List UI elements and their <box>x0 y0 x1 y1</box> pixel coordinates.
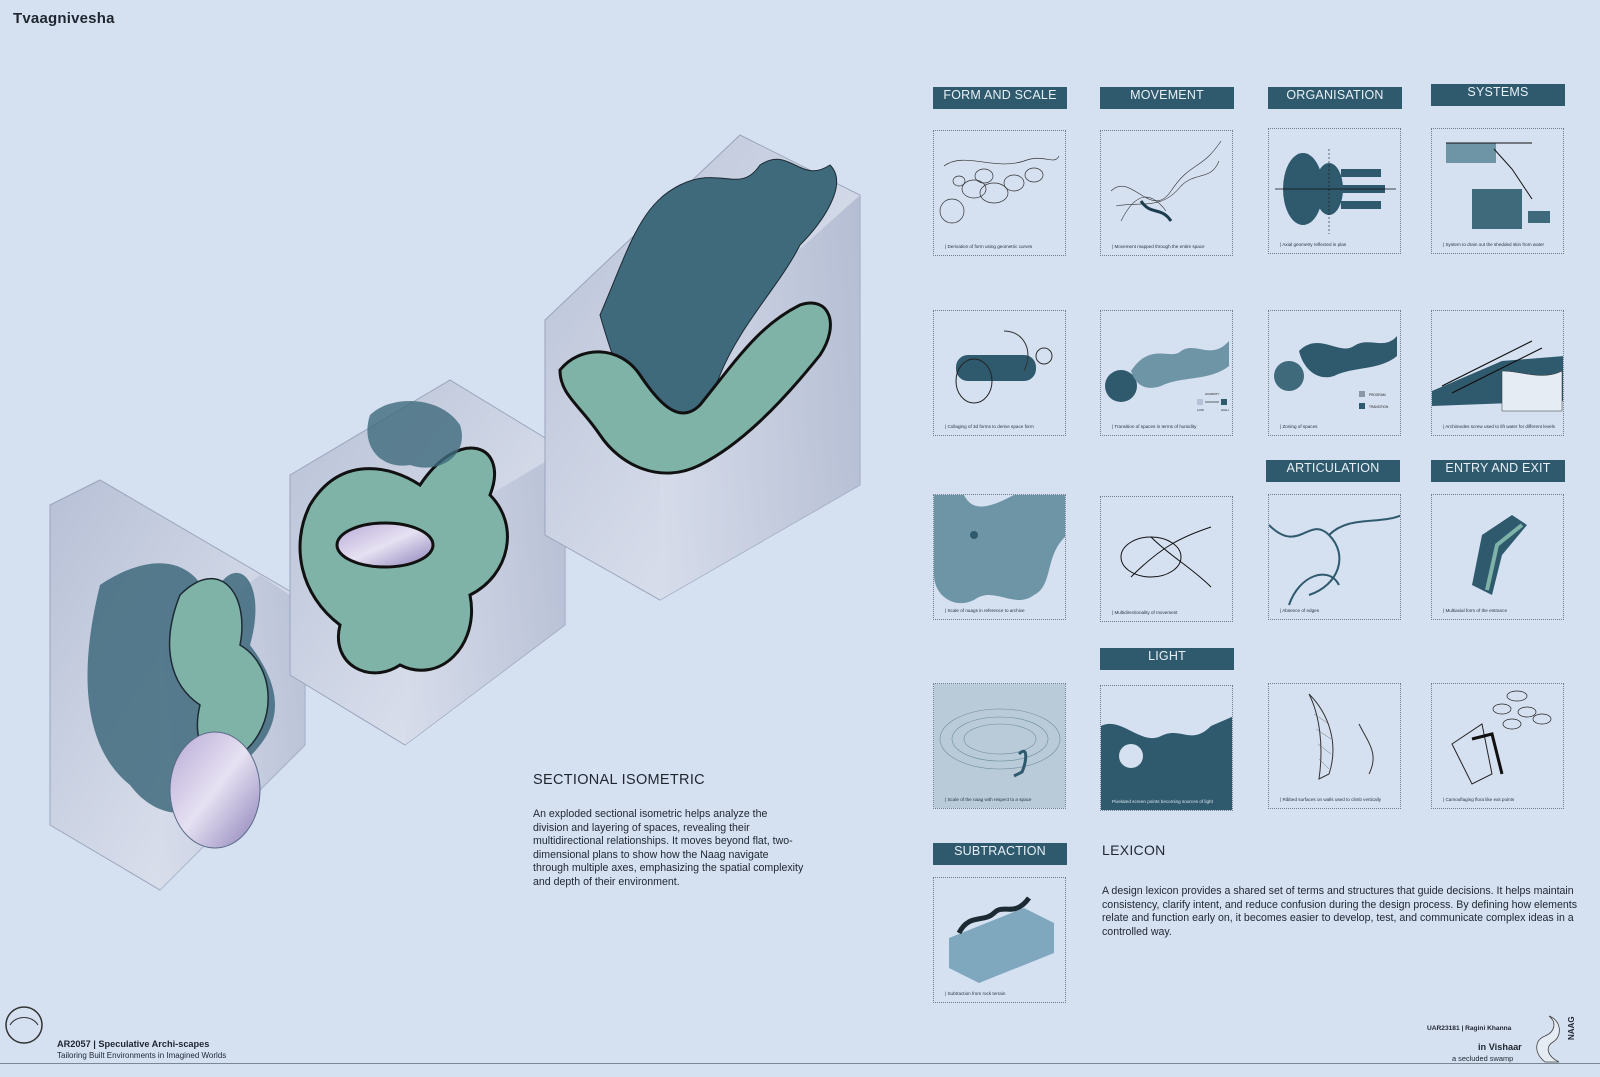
card-entry-1: | Multiaxial form of the entrance <box>1431 494 1564 620</box>
card-movement-3: | Multidirectionality of movement <box>1100 496 1233 622</box>
studio-logo-icon <box>5 1006 43 1044</box>
header-articulation: ARTICULATION <box>1266 460 1400 482</box>
place-name: in Vishaar <box>1478 1042 1522 1052</box>
card-articulation-1: | Absence of edges <box>1268 494 1401 620</box>
multidirectional-movement-drawing <box>1120 526 1212 588</box>
card-movement-2: HUMIDITY LOW HIGH | Transition of spaces i… <box>1100 310 1233 436</box>
caption: | Movement mapped through the entire spa… <box>1112 244 1205 249</box>
card-light-1: Pixelated screen points becoming sources… <box>1100 685 1233 811</box>
card-articulation-2: | Ribbed surfaces on walls used to climb… <box>1268 683 1401 809</box>
caption: | Archimedes screw used to lift water fo… <box>1443 424 1555 429</box>
lexicon-heading: LEXICON <box>1102 842 1166 858</box>
edgeless-curves-drawing <box>1269 514 1400 606</box>
axial-geometry-drawing <box>1275 149 1396 234</box>
card-subtraction-1: | Subtraction from rock terrain <box>933 877 1066 1003</box>
sectional-heading: SECTIONAL ISOMETRIC <box>533 772 705 788</box>
caption: | Subtraction from rock terrain <box>945 991 1006 996</box>
entrance-form-drawing <box>1472 515 1527 595</box>
card-form-1: | Derivation of form using geometric cur… <box>933 130 1066 256</box>
sectional-body: An exploded sectional isometric helps an… <box>533 808 804 888</box>
header-subtraction: SUBTRACTION <box>933 843 1067 865</box>
footer-divider <box>0 1063 1600 1064</box>
naag-scale-drawing <box>934 495 1065 619</box>
caption: | Zoning of spaces <box>1280 424 1318 429</box>
caption: | Ribbed surfaces on walls used to climb… <box>1280 797 1382 802</box>
caption: | Axial geometry reflected in plan <box>1280 242 1347 247</box>
iso-block-2 <box>289 379 566 746</box>
light-points-drawing <box>1101 686 1232 810</box>
movement-map-drawing <box>1110 140 1222 222</box>
caption: | Scale of naags in reference to archive <box>945 608 1025 613</box>
page-title: Tvaagnivesha <box>13 10 115 27</box>
legend-transition: TRANSITION <box>1369 405 1389 409</box>
iso-block-1 <box>49 479 306 891</box>
legend-program: PROGRAM <box>1369 393 1386 397</box>
lexicon-body: A design lexicon provides a shared set o… <box>1102 885 1578 938</box>
caption: Pixelated screen points becoming sources… <box>1112 799 1213 804</box>
card-movement-1: | Movement mapped through the entire spa… <box>1100 130 1233 256</box>
collage-3d-drawing <box>955 330 1053 404</box>
archimedes-screw-drawing <box>1432 340 1563 412</box>
card-systems-1: | System to drain out the shedded skin f… <box>1431 128 1564 254</box>
place-subtitle: a secluded swamp <box>1452 1054 1514 1063</box>
header-form-and-scale: FORM AND SCALE <box>933 87 1067 109</box>
iso-block-3 <box>544 134 861 601</box>
caption: | Collaging of 3d forms to derive space … <box>945 424 1034 429</box>
humidity-transition-drawing: HUMIDITY LOW HIGH <box>1105 341 1229 412</box>
caption: | Multiaxial form of the entrance <box>1443 608 1508 613</box>
caption: | Camouflaging flora like exit points <box>1443 797 1515 802</box>
form-curves-drawing <box>939 155 1060 224</box>
legend-humidity: HUMIDITY <box>1205 392 1220 396</box>
rock-subtraction-drawing <box>949 896 1054 983</box>
caption: | Transition of spaces in terms of humid… <box>1112 424 1197 429</box>
student-id: UAR23181 | Ragini Khanna <box>1427 1025 1512 1032</box>
header-entry-and-exit: ENTRY AND EXIT <box>1431 460 1565 482</box>
naag-serpent-icon <box>1536 1015 1560 1063</box>
caption: | Absence of edges <box>1280 608 1319 613</box>
card-form-2: | Collaging of 3d forms to derive space … <box>933 310 1066 436</box>
card-form-4: | Scale of the naag with respect to a sp… <box>933 683 1066 809</box>
course-title: AR2057 | Speculative Archi-scapes <box>57 1039 210 1049</box>
caption: | Scale of the naag with respect to a sp… <box>945 797 1032 802</box>
brand-label: NAAG <box>1567 1016 1576 1040</box>
header-systems: SYSTEMS <box>1431 84 1565 106</box>
space-scale-drawing <box>934 684 1065 808</box>
caption: | Multidirectionality of movement <box>1112 610 1178 615</box>
header-organisation: ORGANISATION <box>1268 87 1402 109</box>
header-light: LIGHT <box>1100 648 1234 670</box>
course-subtitle: Tailoring Built Environments in Imagined… <box>57 1051 227 1060</box>
zoning-drawing: PROGRAM TRANSITION <box>1274 336 1397 409</box>
drainage-system-drawing <box>1446 142 1550 229</box>
legend-low: LOW <box>1197 408 1204 412</box>
legend-high: HIGH <box>1221 408 1229 412</box>
header-movement: MOVEMENT <box>1100 87 1234 109</box>
caption: | Derivation of form using geometric cur… <box>945 244 1033 249</box>
ribbed-surface-drawing <box>1308 693 1374 780</box>
sectional-isometric-illustration <box>49 134 861 891</box>
card-systems-2: | Archimedes screw used to lift water fo… <box>1431 310 1564 436</box>
card-form-3: | Scale of naags in reference to archive <box>933 494 1066 620</box>
card-organisation-2: PROGRAM TRANSITION | Zoning of spaces <box>1268 310 1401 436</box>
card-entry-2: | Camouflaging flora like exit points <box>1431 683 1564 809</box>
caption: | System to drain out the shedded skin f… <box>1443 242 1545 247</box>
card-organisation-1: | Axial geometry reflected in plan <box>1268 128 1401 254</box>
flora-exit-drawing <box>1451 690 1552 785</box>
